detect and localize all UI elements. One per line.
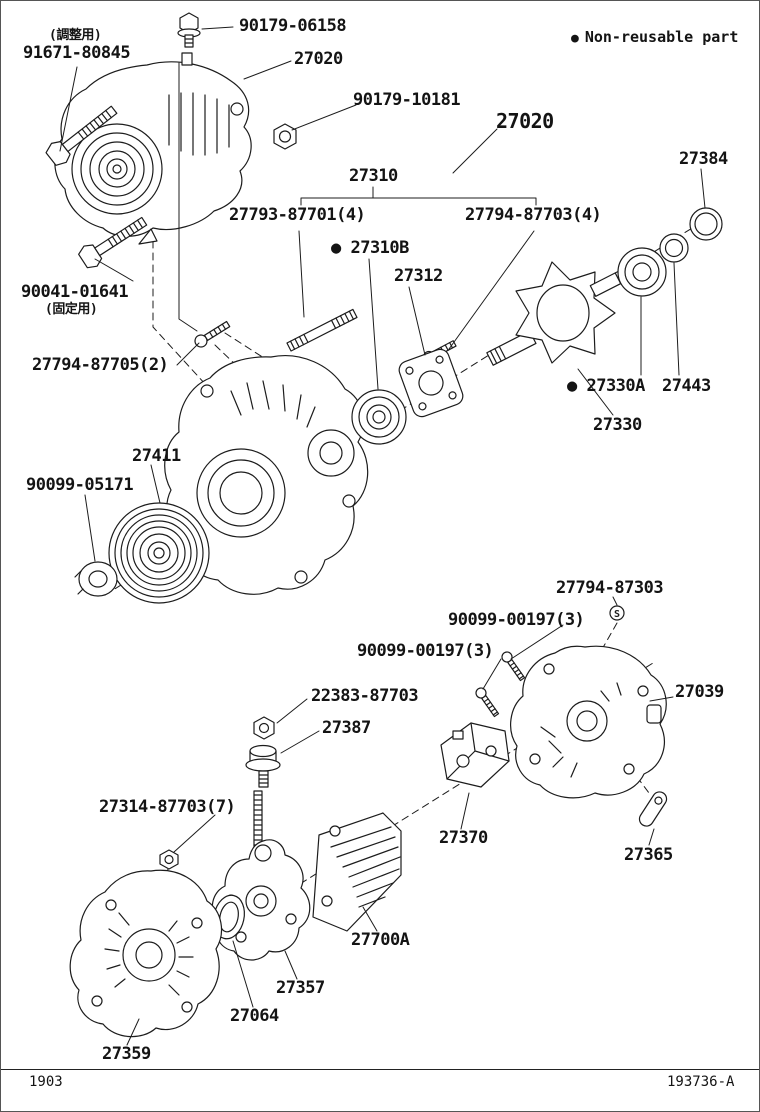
screw-27794-87705-drawing xyxy=(194,320,231,348)
insulator-27387-drawing xyxy=(245,744,281,788)
label-27314-87703: 27314-87703(7) xyxy=(99,797,236,817)
retainer-plate-27312-drawing xyxy=(398,348,464,418)
footer-page-code: 1903 xyxy=(29,1074,63,1090)
label-90179-10181: 90179-10181 xyxy=(353,90,461,110)
screw-90099-00197-a-drawing xyxy=(501,651,526,682)
label-27794-87303: 27794-87303 xyxy=(556,578,664,598)
stud-bolt-27793-drawing xyxy=(286,308,358,352)
label-22383-87703: 22383-87703 xyxy=(311,686,419,706)
label-27793-87701: 27793-87701(4) xyxy=(229,205,366,225)
label-27370: 27370 xyxy=(439,828,488,848)
nut-90179-10181-drawing xyxy=(273,123,297,150)
fixing-bolt-drawing xyxy=(78,216,148,269)
nut-90179-06158-drawing xyxy=(177,12,201,48)
label-27020-top: 27020 xyxy=(294,49,343,69)
pulley-drawing xyxy=(108,502,210,604)
label-90099-00197-a: 90099-00197(3) xyxy=(448,610,585,630)
label-27330A: ● 27330A xyxy=(567,376,645,396)
screw-27794-87303-drawing: S xyxy=(609,605,625,621)
label-27443: 27443 xyxy=(662,376,711,396)
non-reusable-legend: ● Non-reusable part xyxy=(571,28,738,46)
alternator-assembly-drawing xyxy=(54,52,252,245)
adjusting-bolt-drawing xyxy=(45,105,118,166)
s-mark: S xyxy=(614,609,620,620)
label-27384: 27384 xyxy=(679,149,728,169)
non-reusable-bullet-icon: ● xyxy=(571,31,579,46)
label-27330: 27330 xyxy=(593,415,642,435)
non-reusable-legend-text: Non-reusable part xyxy=(584,28,739,46)
label-27700A: 27700A xyxy=(351,930,410,950)
label-90179-06158: 90179-06158 xyxy=(239,16,347,36)
collar-90099-05171-drawing xyxy=(74,561,118,597)
label-27064: 27064 xyxy=(230,1006,279,1026)
label-fixed-note: (固定用) xyxy=(45,302,98,317)
rear-cover-drawing xyxy=(69,869,223,1038)
nut-22383-87703-drawing xyxy=(253,716,275,740)
oring-27384-drawing xyxy=(689,207,723,241)
bracket-27357-drawing xyxy=(211,839,311,961)
rear-bearing-27330A-drawing xyxy=(617,247,667,297)
nut-27314-drawing xyxy=(159,849,179,870)
label-90099-00197-b: 90099-00197(3) xyxy=(357,641,494,661)
label-91671-80845: 91671-80845 xyxy=(23,43,131,63)
bearing-cover-27443-drawing xyxy=(659,233,689,263)
label-adjust-note: (調整用) xyxy=(49,28,102,43)
rectifier-drawing xyxy=(312,812,402,932)
plate-27365-drawing xyxy=(638,791,668,827)
label-27357: 27357 xyxy=(276,978,325,998)
label-27020-main: 27020 xyxy=(496,109,554,133)
label-27310: 27310 xyxy=(349,166,398,186)
footer-figure-code: 193736-A xyxy=(667,1074,735,1090)
leader-lines xyxy=(59,26,706,1046)
through-bolt-27314-drawing xyxy=(253,790,263,856)
front-bearing-27310B-drawing xyxy=(351,389,407,445)
label-27312: 27312 xyxy=(394,266,443,286)
label-90041-01641: 90041-01641 xyxy=(21,282,129,302)
brush-holder-drawing xyxy=(440,722,510,788)
label-27387: 27387 xyxy=(322,718,371,738)
rear-end-frame-drawing xyxy=(510,645,667,799)
label-27794-87703: 27794-87703(4) xyxy=(465,205,602,225)
label-27310B: ● 27310B xyxy=(331,238,409,258)
label-27365: 27365 xyxy=(624,845,673,865)
rotor-drawing xyxy=(486,261,632,366)
label-27359: 27359 xyxy=(102,1044,151,1064)
drive-end-frame-drawing xyxy=(164,355,369,595)
footer-rule xyxy=(1,1069,759,1070)
label-90099-05171: 90099-05171 xyxy=(26,475,134,495)
label-27794-87705: 27794-87705(2) xyxy=(32,355,169,375)
label-27039: 27039 xyxy=(675,682,724,702)
label-27411: 27411 xyxy=(132,446,181,466)
screw-90099-00197-b-drawing xyxy=(475,687,500,718)
